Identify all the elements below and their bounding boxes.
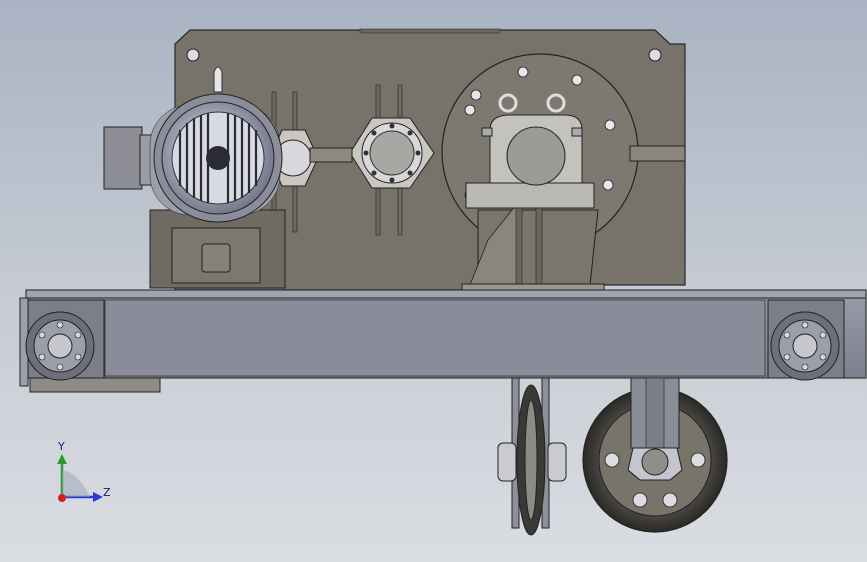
end-wheel-right[interactable] [767, 299, 845, 381]
travel-wheel[interactable] [582, 377, 728, 533]
gearbox-housing[interactable] [174, 28, 686, 293]
motor[interactable] [103, 66, 286, 289]
coordinate-triad[interactable]: Y Z [48, 440, 118, 510]
z-axis-label: Z [103, 486, 111, 499]
intermediate-shaft[interactable] [349, 84, 435, 236]
y-axis-label: Y [58, 440, 65, 453]
triad-axes [57, 454, 103, 502]
bearing-block[interactable] [461, 93, 605, 293]
rope-sheave[interactable] [497, 377, 567, 536]
mount-hole-top-left [186, 48, 200, 62]
end-wheel-left[interactable] [25, 299, 105, 381]
bridge-frame[interactable] [19, 289, 867, 393]
eyebolt-left [498, 93, 518, 113]
x-axis-dot [58, 494, 66, 502]
mount-hole-top-right [648, 48, 662, 62]
eyebolt-right [546, 93, 566, 113]
input-shaft[interactable] [269, 91, 353, 233]
